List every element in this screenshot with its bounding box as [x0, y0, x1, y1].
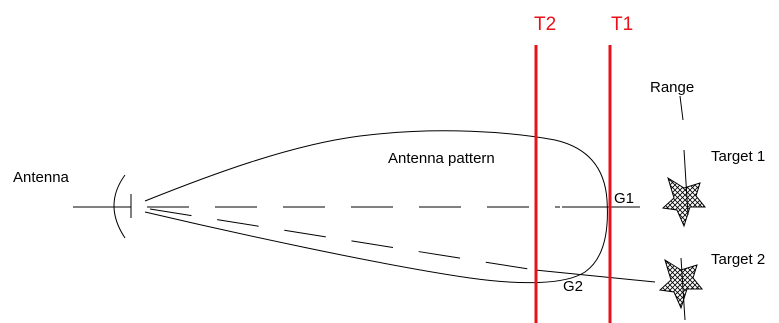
g1-label: G1	[614, 190, 634, 207]
t2-label: T2	[534, 14, 556, 35]
dashed-line-target-2	[149, 208, 536, 271]
antenna-pattern-lobe	[144, 130, 608, 284]
antenna-pattern-label: Antenna pattern	[388, 150, 495, 167]
target-2-aircraft-icon	[658, 258, 704, 310]
target-1-label: Target 1	[711, 148, 765, 165]
range-label: Range	[650, 79, 694, 96]
antenna-label: Antenna	[13, 169, 70, 186]
t1-label: T1	[611, 14, 633, 35]
g2-label: G2	[563, 278, 583, 295]
antenna-dish-icon	[113, 174, 132, 239]
line-to-target-2	[534, 269, 656, 283]
target-1-aircraft-icon	[661, 176, 707, 228]
target-2-label: Target 2	[711, 251, 765, 268]
range-axis-line	[679, 95, 684, 121]
